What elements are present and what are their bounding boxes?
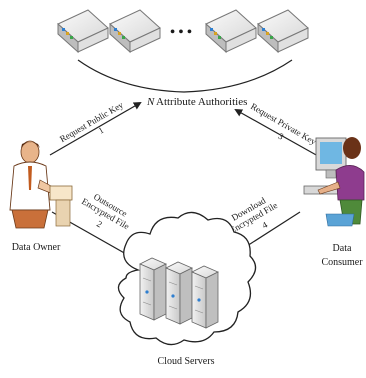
cloud-server-2 [165, 261, 193, 325]
authorities-ellipsis: • • • [170, 25, 192, 40]
authority-server-3 [205, 9, 257, 54]
label-request-public-key: Request Public Key [58, 99, 125, 144]
data-consumer-label-line1: Data [333, 243, 352, 254]
data-consumer-figure [303, 137, 365, 227]
cloud-server-3 [191, 265, 219, 329]
cloud-servers-label: Cloud Servers [158, 356, 215, 367]
authorities-brace [77, 59, 293, 93]
authority-server-2 [109, 9, 161, 54]
arrow-request-public-key [49, 101, 142, 156]
arrow-request-private-key [234, 109, 319, 157]
data-owner-label: Data Owner [12, 242, 61, 253]
authorities-label: Attribute Authorities [156, 96, 247, 108]
step-4-number: 4 [260, 219, 269, 230]
authority-server-1 [57, 9, 109, 54]
label-request-private-key: Request Private Key [249, 101, 319, 147]
step-1-number: 1 [97, 125, 106, 136]
authorities-n-symbol: N [146, 96, 155, 108]
step-2-number: 2 [95, 219, 104, 230]
authority-server-4 [257, 9, 309, 54]
cloud-server-1 [139, 257, 167, 321]
data-owner-figure [9, 140, 73, 229]
data-consumer-label-line2: Consumer [321, 257, 363, 268]
step-3-number: 3 [277, 131, 286, 142]
